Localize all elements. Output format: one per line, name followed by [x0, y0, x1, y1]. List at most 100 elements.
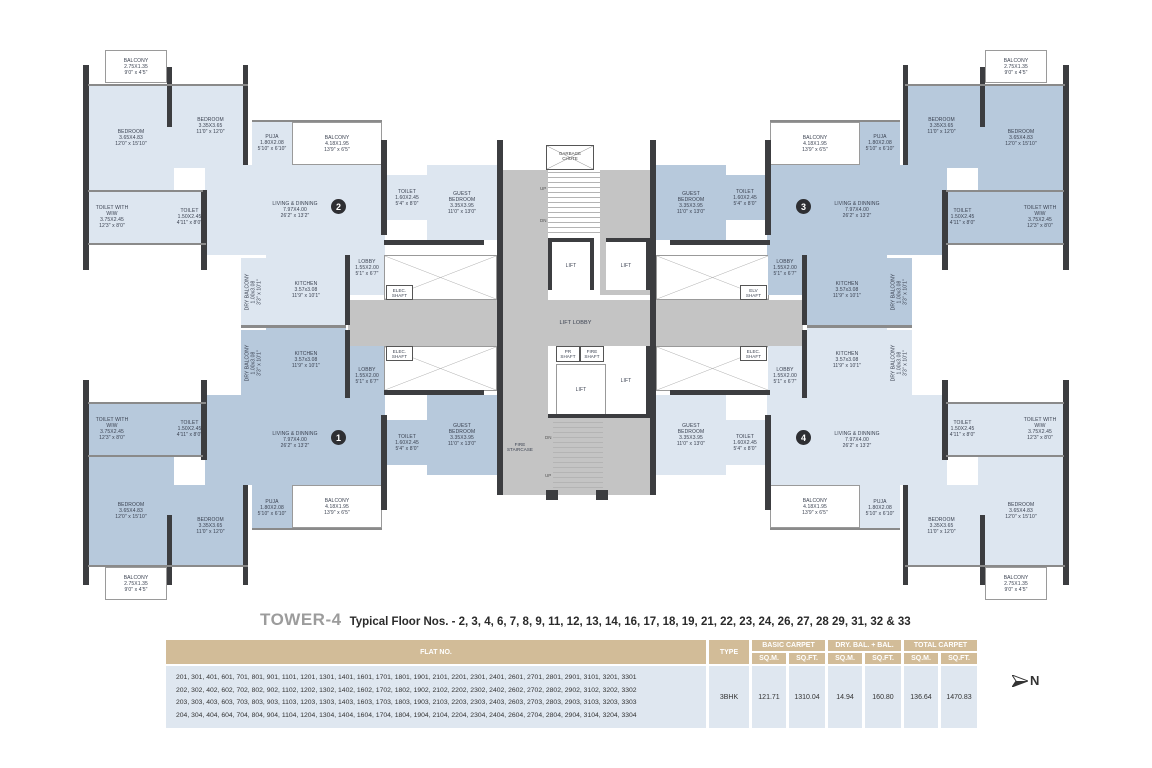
flat-numbers-cell: 201, 301, 401, 601, 701, 801, 901, 1101,… — [166, 666, 706, 728]
f1-guest-bedroom: GUEST BEDROOM 3.35X3.95 11'0" x 13'0" — [427, 395, 497, 475]
up-label-top: UP — [540, 186, 547, 191]
f4-guest-bedroom: GUEST BEDROOM 3.35X3.95 11'0" x 13'0" — [656, 395, 726, 475]
lift-lobby: LIFT LOBBY — [348, 300, 803, 346]
elec-shaft-bl: ELEC. SHAFT — [386, 346, 413, 361]
flat-badge-1: 1 — [331, 430, 346, 445]
f2-balcony-small: BALCONY 2.75X1.35 9'0" x 4'5" — [105, 50, 167, 83]
f1-balcony-large: BALCONY 4.18X1.95 13'9" x 6'5" — [292, 485, 382, 528]
header-total-sqft: SQ.FT. — [941, 653, 977, 664]
staircase-top — [548, 172, 600, 237]
f2-bedroom-master: BEDROOM 3.65X4.83 12'0" x 15'10" — [88, 84, 174, 191]
f2-lobby: LOBBY 1.55X2.00 5'1" x 6'7" — [350, 240, 384, 295]
header-total-sqm: SQ.M. — [904, 653, 938, 664]
up-label-bottom: UP — [545, 473, 552, 478]
flat-list-series-01: 201, 301, 401, 601, 701, 801, 901, 1101,… — [176, 674, 637, 681]
garbage-chute: GARBAGE CHUTE — [546, 145, 594, 170]
f3-guest-bedroom: GUEST BEDROOM 3.35X3.95 11'0" x 13'0" — [656, 165, 726, 240]
header-dry-bal: DRY. BAL. + BAL. — [828, 640, 901, 651]
f1-living: LIVING & DINNING 7.97X4.00 26'2" x 13'2" — [205, 395, 385, 485]
flat-badge-4: 4 — [796, 430, 811, 445]
plan-caption: TOWER-4 Typical Floor Nos. - 2, 3, 4, 6,… — [260, 610, 911, 630]
f4-balcony-small: BALCONY 2.75X1.35 9'0" x 4'5" — [985, 567, 1047, 600]
lift-3: LIFT — [556, 364, 606, 416]
elv-shaft: ELV SHAFT — [740, 285, 767, 300]
f2-kitchen: KITCHEN 3.57x3.08 11'9" x 10'1" — [266, 255, 346, 325]
f4-bedroom-second: BEDROOM 3.35X3.65 11'0" x 12'0" — [905, 485, 978, 567]
area-table: FLAT NO. TYPE BASIC CARPET DRY. BAL. + B… — [163, 638, 980, 730]
f4-toilet-guest: TOILET 1.60X2.45 5'4" x 8'0" — [725, 420, 765, 465]
f1-kitchen: KITCHEN 3.57x3.08 11'9" x 10'1" — [266, 325, 346, 395]
table-row: 201, 301, 401, 601, 701, 801, 901, 1101,… — [166, 666, 977, 728]
f3-toilet-guest: TOILET 1.60X2.45 5'4" x 8'0" — [725, 175, 765, 220]
basic-sqm-cell: 121.71 — [752, 666, 786, 728]
lift-lobby-label: LIFT LOBBY — [559, 320, 592, 326]
pr-shaft: PR SHAFT — [556, 346, 580, 362]
header-type: TYPE — [709, 640, 749, 664]
fire-shaft: FIRE SHAFT — [580, 346, 604, 362]
dry-sqft-cell: 160.80 — [865, 666, 901, 728]
f2-wiw-passage — [136, 191, 173, 243]
f1-toilet: TOILET 1.50X2.45 4'11" x 8'0" — [173, 403, 206, 455]
lift-2: LIFT — [606, 238, 650, 290]
typical-floors: Typical Floor Nos. - 2, 3, 4, 6, 7, 8, 9… — [349, 616, 911, 628]
f4-kitchen: KITCHEN 3.57x3.08 11'9" x 10'1" — [807, 325, 887, 395]
fire-staircase: FIRE STAIRCASE — [506, 442, 534, 452]
flat-list-series-02: 202, 302, 402, 602, 702, 802, 902, 1102,… — [176, 686, 637, 694]
f1-dry-balcony: DRY BALCONY 1.00x3.08 3'3" x 10'1" — [241, 330, 266, 395]
dn-label-top: DN — [540, 218, 547, 223]
f2-toilet-wiw: TOILET WITH WIW 3.75X2.45 12'3" x 8'0" — [88, 191, 136, 243]
lift-1: LIFT — [548, 238, 594, 290]
f4-wiw-passage — [979, 403, 1016, 455]
f3-wiw-passage — [979, 191, 1016, 243]
f3-balcony-large: BALCONY 4.18X1.95 13'9" x 6'5" — [770, 122, 860, 165]
north-indicator: N — [1012, 673, 1039, 688]
f3-lobby: LOBBY 1.55X2.00 5'1" x 6'7" — [768, 240, 802, 295]
tower-title: TOWER-4 — [260, 610, 342, 629]
f4-puja: PUJA 1.80X2.08 5'10" x 6'10" — [860, 485, 900, 530]
f3-toilet-wiw: TOILET WITH WIW 3.75X2.45 12'3" x 8'0" — [1016, 191, 1064, 243]
f3-puja: PUJA 1.80X2.08 5'10" x 6'10" — [860, 120, 900, 165]
total-sqft-cell: 1470.83 — [941, 666, 977, 728]
f4-living: LIVING & DINNING 7.97X4.00 26'2" x 13'2" — [767, 395, 947, 485]
f1-puja: PUJA 1.80X2.08 5'10" x 6'10" — [252, 485, 292, 530]
flat-badge-2: 2 — [331, 199, 346, 214]
header-basic-sqm: SQ.M. — [752, 653, 786, 664]
f3-dry-balcony: DRY BALCONY 1.00x3.08 3'3" x 10'1" — [887, 258, 912, 325]
north-arrow-icon — [1012, 674, 1028, 687]
header-basic-sqft: SQ.FT. — [789, 653, 825, 664]
basic-sqft-cell: 1310.04 — [789, 666, 825, 728]
f2-dry-balcony: DRY BALCONY 1.00x3.08 3'3" x 10'1" — [241, 258, 266, 325]
f1-bedroom-second: BEDROOM 3.35X3.65 11'0" x 12'0" — [174, 485, 247, 567]
f2-bedroom-second: BEDROOM 3.35X3.65 11'0" x 12'0" — [174, 84, 247, 168]
f2-toilet-guest: TOILET 1.60X2.45 5'4" x 8'0" — [387, 175, 427, 220]
staircase-bottom — [553, 422, 603, 490]
f3-bedroom-second: BEDROOM 3.35X3.65 11'0" x 12'0" — [905, 84, 978, 168]
f2-guest-bedroom: GUEST BEDROOM 3.35X3.95 11'0" x 13'0" — [427, 165, 497, 240]
elec-shaft-br: ELEC. SHAFT — [740, 346, 767, 361]
f3-bedroom-master: BEDROOM 3.65X4.83 12'0" x 15'10" — [978, 84, 1064, 191]
header-flat-no: FLAT NO. — [166, 640, 706, 664]
f4-balcony-large: BALCONY 4.18X1.95 13'9" x 6'5" — [770, 485, 860, 528]
type-cell: 3BHK — [709, 666, 749, 728]
f4-toilet-wiw: TOILET WITH WIW 3.75X2.45 12'3" x 8'0" — [1016, 403, 1064, 455]
f4-toilet: TOILET 1.50X2.45 4'11" x 8'0" — [946, 403, 979, 455]
header-dry-sqft: SQ.FT. — [865, 653, 901, 664]
north-label: N — [1030, 673, 1040, 688]
f3-toilet: TOILET 1.50X2.45 4'11" x 8'0" — [946, 191, 979, 243]
dry-sqm-cell: 14.94 — [828, 666, 862, 728]
lift-4: LIFT — [606, 346, 650, 416]
f1-toilet-wiw: TOILET WITH WIW 3.75X2.45 12'3" x 8'0" — [88, 403, 136, 455]
f4-dry-balcony: DRY BALCONY 1.00x3.08 3'3" x 10'1" — [887, 330, 912, 395]
dn-label-bottom: DN — [545, 435, 552, 440]
f1-toilet-guest: TOILET 1.60X2.45 5'4" x 8'0" — [387, 420, 427, 465]
header-dry-sqm: SQ.M. — [828, 653, 862, 664]
f2-balcony-large: BALCONY 4.18X1.95 13'9" x 6'5" — [292, 122, 382, 165]
header-basic-carpet: BASIC CARPET — [752, 640, 825, 651]
f3-balcony-small: BALCONY 2.75X1.35 9'0" x 4'5" — [985, 50, 1047, 83]
f2-toilet: TOILET 1.50X2.45 4'11" x 8'0" — [173, 191, 206, 243]
flat-badge-3: 3 — [796, 199, 811, 214]
flat-list-series-03: 203, 303, 403, 603, 703, 803, 903, 1103,… — [176, 699, 637, 706]
f3-kitchen: KITCHEN 3.57x3.08 11'9" x 10'1" — [807, 255, 887, 325]
f4-bedroom-master: BEDROOM 3.65X4.83 12'0" x 15'10" — [978, 455, 1064, 567]
flat-list-series-04: 204, 304, 404, 604, 704, 804, 904, 1104,… — [176, 711, 637, 719]
